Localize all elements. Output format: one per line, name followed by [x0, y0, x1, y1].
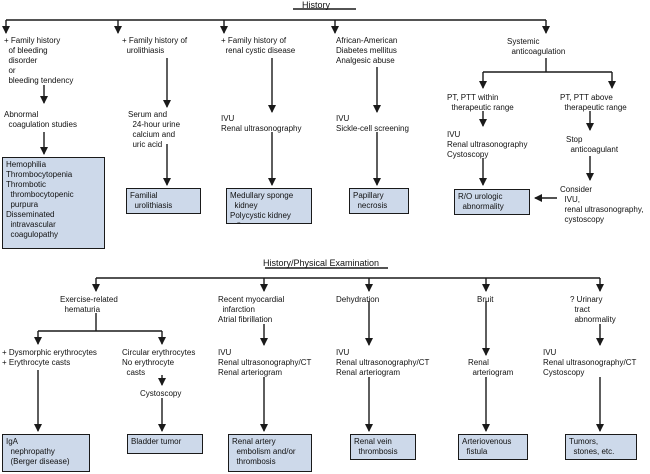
diagnosis-box-cystic-kidney: Medullary sponge kidney Polycystic kidne… [226, 188, 312, 224]
test-ivu-ct-arteriogram-2: IVU Renal ultrasonography/CT Renal arter… [336, 348, 430, 377]
criteria-urinary-tract-abnormality: ? Urinary tract abnormality [570, 295, 616, 324]
diagnosis-box-familial-urolithiasis: Familial urolithiasis [126, 188, 201, 214]
test-serum-urine-calcium: Serum and 24-hour urine calcium and uric… [128, 110, 181, 149]
branch-ptt-above-range: PT, PTT above therapeutic range [560, 93, 627, 112]
test-ivu-ct-cystoscopy: IVU Renal ultrasonography/CT Cystoscopy [543, 348, 637, 377]
criteria-renal-cystic-history: + Family history of renal cystic disease [221, 36, 296, 55]
diagnosis-box-renal-vein-thrombosis: Renal vein thrombosis [350, 434, 416, 460]
criteria-systemic-anticoagulation: Systemic anticoagulation [507, 37, 566, 56]
test-ivu-sickle-cell: IVU Sickle-cell screening [336, 114, 409, 133]
test-renal-arteriogram: Renal arteriogram [468, 358, 514, 377]
criteria-urolithiasis-history: + Family history of urolithiasis [122, 36, 188, 55]
test-ivu-ultrasonography: IVU Renal ultrasonography [221, 114, 302, 133]
diagnosis-box-ro-urologic-abnormality: R/O urologic abnormality [454, 189, 530, 215]
criteria-papillary-risk: African-American Diabetes mellitus Analg… [336, 36, 398, 65]
diagnosis-box-renal-artery-embolism: Renal artery embolism and/or thrombosis [228, 434, 312, 472]
diagnosis-box-bladder-tumor: Bladder tumor [127, 434, 203, 454]
diagnosis-box-papillary-necrosis: Papillary necrosis [349, 188, 409, 214]
branch-ptt-within-range: PT, PTT within therapeutic range [447, 93, 514, 112]
diagnosis-box-iga-nephropathy: IgA nephropathy (Berger disease) [2, 434, 90, 472]
criteria-exercise-hematuria: Exercise-related hematuria [60, 295, 118, 314]
action-stop-anticoagulant: Stop anticoagulant [566, 135, 619, 154]
finding-circular-erythrocytes: Circular erythrocytes No erythrocyte cas… [122, 348, 196, 377]
diagnosis-box-arteriovenous-fistula: Arteriovenous fistula [458, 434, 528, 460]
diagnosis-box-bleeding-disorders: Hemophilia Thrombocytopenia Thrombotic t… [2, 157, 105, 249]
test-ivu-ultrasonography-cystoscopy: IVU Renal ultrasonography Cystoscopy [447, 130, 528, 159]
criteria-dehydration: Dehydration [336, 295, 380, 304]
criteria-myocardial-infarction: Recent myocardial infarction Atrial fibr… [218, 295, 285, 324]
test-cystoscopy: Cystoscopy [140, 389, 182, 398]
diagnosis-box-tumors-stones: Tumors, stones, etc. [565, 434, 637, 460]
finding-dysmorphic-erythrocytes: + Dysmorphic erythrocytes + Erythrocyte … [2, 348, 97, 367]
criteria-bruit: Bruit [477, 295, 494, 304]
history-physical-exam-title: History/Physical Examination [263, 258, 380, 268]
criteria-bleeding-history: + Family history of bleeding disorder or… [4, 36, 74, 85]
history-title: History [302, 0, 331, 10]
test-ivu-ct-arteriogram: IVU Renal ultrasonography/CT Renal arter… [218, 348, 312, 377]
action-consider-imaging: Consider IVU, renal ultrasonography, cys… [560, 185, 644, 224]
test-coagulation-studies: Abnormal coagulation studies [4, 110, 77, 129]
